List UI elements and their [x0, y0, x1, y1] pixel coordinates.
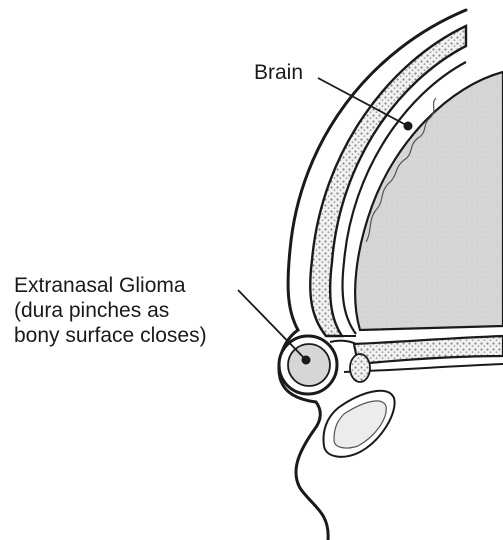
glioma-label-line-1: Extranasal Glioma — [14, 273, 207, 298]
glioma-label: Extranasal Glioma (dura pinches as bony … — [14, 273, 207, 348]
glioma-label-line-3: bony surface closes) — [14, 323, 207, 348]
glioma-leader-dot — [302, 356, 311, 365]
glioma-mass — [288, 344, 330, 386]
nasal-bone-nub — [350, 354, 370, 382]
glioma-label-line-2: (dura pinches as — [14, 298, 207, 323]
brain-leader-dot — [404, 122, 413, 131]
brain-label: Brain — [254, 60, 303, 85]
cribriform-plate — [354, 336, 503, 364]
